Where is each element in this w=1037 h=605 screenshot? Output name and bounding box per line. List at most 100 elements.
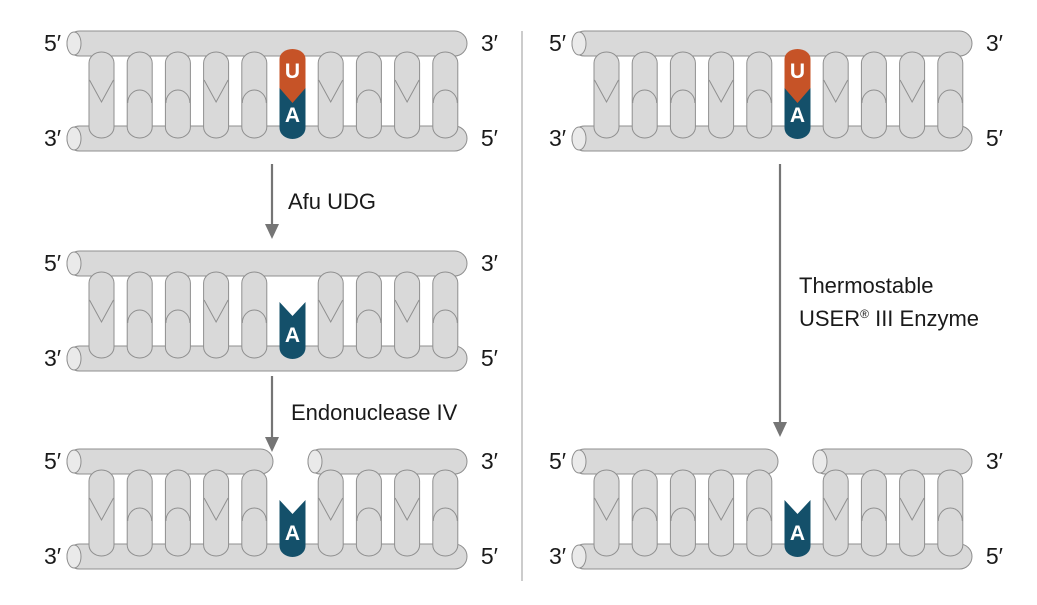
base-pair-joint-v	[394, 299, 420, 324]
base-pair-rung	[746, 469, 773, 557]
base-pair-rung	[126, 271, 153, 359]
base-pair-rung	[203, 271, 230, 359]
base-pair-joint-v	[899, 79, 925, 104]
base-pair-joint-v	[394, 79, 420, 104]
backbone-end-cap	[66, 449, 82, 474]
base-pair-joint-v	[823, 497, 849, 522]
base-pair-joint-arc	[356, 309, 382, 324]
base-pair-joint-arc	[127, 309, 153, 324]
base-pair-rung	[432, 469, 459, 557]
base-pair-rung	[708, 51, 735, 139]
column-divider	[521, 31, 523, 581]
base-pair-rung	[88, 51, 115, 139]
base-pair-rung	[669, 51, 696, 139]
base-pair-rung	[631, 51, 658, 139]
strand-end-label: 5′	[481, 125, 498, 151]
base-pair-joint-v	[708, 79, 734, 104]
base-pair-joint-v	[203, 299, 229, 324]
base-pair-joint-arc	[632, 89, 658, 104]
strand-end-label: 5′	[549, 448, 566, 474]
base-pair-joint-arc	[746, 507, 772, 522]
base-pair-rung	[164, 469, 191, 557]
backbone-end-cap	[812, 449, 828, 474]
strand-end-label: 5′	[481, 543, 498, 569]
base-pair-rung	[860, 51, 887, 139]
base-pair-joint-arc	[165, 507, 191, 522]
base-pair-joint-v	[899, 497, 925, 522]
dna-middle-left: A5′3′3′5′	[44, 250, 498, 372]
base-pair-rung	[899, 469, 926, 557]
base-pair-joint-v	[89, 79, 114, 104]
dna-bottom-left: A5′3′3′5′	[44, 448, 498, 570]
strand-end-label: 3′	[549, 543, 566, 569]
strand-end-label: 3′	[481, 448, 498, 474]
base-pair-joint-arc	[937, 507, 963, 522]
base-pair-joint-v	[318, 497, 344, 522]
adenine-base	[784, 500, 811, 557]
dna-top-left: UA5′3′3′5′	[44, 30, 498, 152]
strand-end-label: 3′	[549, 125, 566, 151]
base-pair-joint-arc	[241, 507, 267, 522]
strand-end-label: 3′	[986, 30, 1003, 56]
adenine-base	[279, 302, 306, 359]
down-arrow-icon	[773, 164, 787, 437]
base-pair-rung	[708, 469, 735, 557]
backbone-end-cap	[571, 126, 587, 151]
adenine-letter: A	[285, 104, 300, 127]
base-pair-joint-arc	[432, 89, 458, 104]
base-pair-joint-arc	[127, 89, 153, 104]
base-pair-joint-v	[318, 299, 344, 324]
enzyme-label-afu-udg: Afu UDG	[288, 187, 376, 216]
base-pair-rung	[669, 469, 696, 557]
enzyme-name-line1: Thermostable	[799, 273, 934, 298]
base-pair-rung	[355, 469, 382, 557]
base-pair-joint-arc	[165, 309, 191, 324]
backbone-end-cap	[571, 31, 587, 56]
base-pair-joint-arc	[241, 89, 267, 104]
base-pair-joint-v	[318, 79, 344, 104]
base-pair-rung	[432, 271, 459, 359]
adenine-letter: A	[285, 324, 300, 347]
base-pair-rung	[88, 469, 115, 557]
base-pair-joint-arc	[432, 309, 458, 324]
base-pair-joint-arc	[241, 309, 267, 324]
base-pair-rung	[937, 469, 964, 557]
enzyme-name: Endonuclease IV	[291, 400, 458, 425]
backbone-end-cap	[66, 126, 82, 151]
base-pair-joint-arc	[937, 89, 963, 104]
enzyme-name-line2: USER® III Enzyme	[799, 306, 980, 331]
base-pair-joint-arc	[861, 507, 887, 522]
strand-end-label: 5′	[986, 125, 1003, 151]
enzyme-label-endonuclease-iv: Endonuclease IV	[291, 398, 457, 427]
base-pair-rung	[88, 271, 115, 359]
strand-end-label: 3′	[481, 250, 498, 276]
base-pair-rung	[317, 469, 344, 557]
base-pair-rung	[241, 51, 268, 139]
strand-end-label: 5′	[986, 543, 1003, 569]
base-pair-joint-arc	[356, 89, 382, 104]
strand-end-label: 3′	[44, 345, 61, 371]
backbone-end-cap	[571, 544, 587, 569]
down-arrow-icon	[265, 164, 279, 239]
enzyme-label-user-iii: Thermostable USER® III Enzyme	[799, 271, 979, 333]
adenine-letter: A	[790, 104, 805, 127]
base-pair-joint-arc	[356, 507, 382, 522]
adenine-base	[279, 87, 306, 139]
base-pair-rung	[126, 51, 153, 139]
base-pair-rung	[355, 271, 382, 359]
base-pair-joint-arc	[861, 89, 887, 104]
uracil-base	[279, 49, 306, 103]
base-pair-rung	[432, 51, 459, 139]
base-pair-rung	[241, 271, 268, 359]
base-pair-joint-arc	[165, 89, 191, 104]
base-pair-joint-v	[823, 79, 849, 104]
backbone-end-cap	[571, 449, 587, 474]
base-pair-rung	[899, 51, 926, 139]
base-pair-rung	[631, 469, 658, 557]
base-pair-joint-v	[203, 79, 229, 104]
